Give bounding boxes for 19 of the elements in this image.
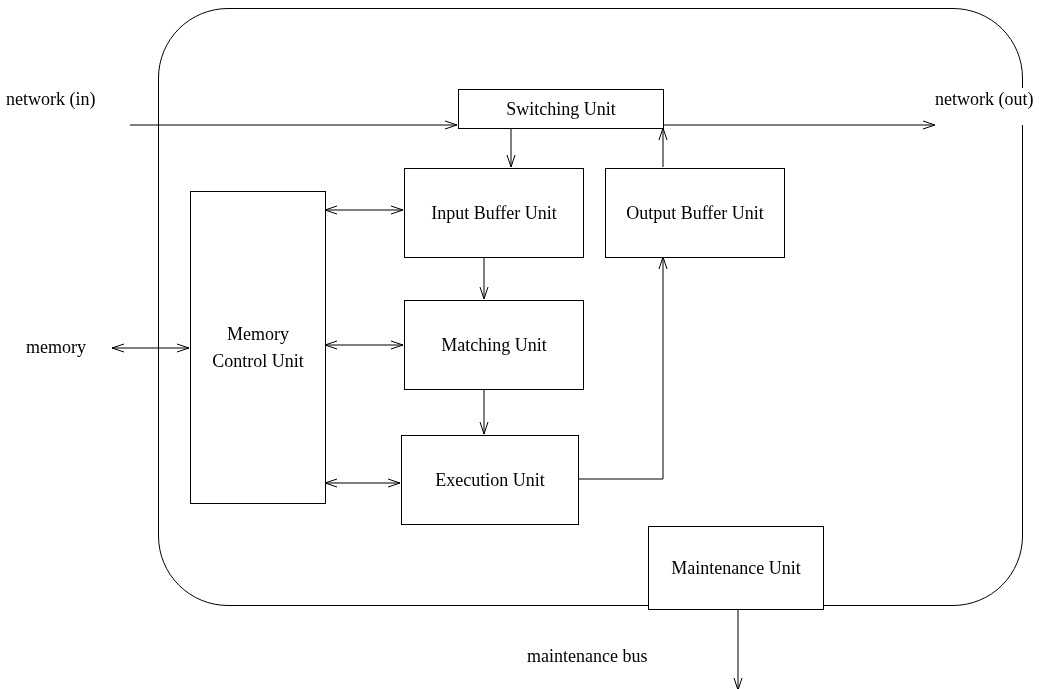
arrow <box>111 343 190 353</box>
unit-box: Output Buffer Unit <box>605 168 785 258</box>
arrow <box>506 127 516 168</box>
unit-box: Matching Unit <box>404 300 584 390</box>
arrow <box>324 478 401 488</box>
arrow <box>129 120 458 130</box>
unit-box: Execution Unit <box>401 435 579 525</box>
arrow <box>479 256 489 300</box>
arrow <box>324 205 404 215</box>
arrow <box>658 127 668 168</box>
unit-box: Input Buffer Unit <box>404 168 584 258</box>
bus-label: maintenance bus <box>527 645 648 668</box>
arrow <box>479 388 489 435</box>
unit-box: Memory Control Unit <box>190 191 326 504</box>
arrow <box>577 256 668 480</box>
arrow <box>324 340 404 350</box>
arrow <box>662 120 936 130</box>
unit-box: Switching Unit <box>458 89 664 129</box>
arrow <box>733 609 743 689</box>
